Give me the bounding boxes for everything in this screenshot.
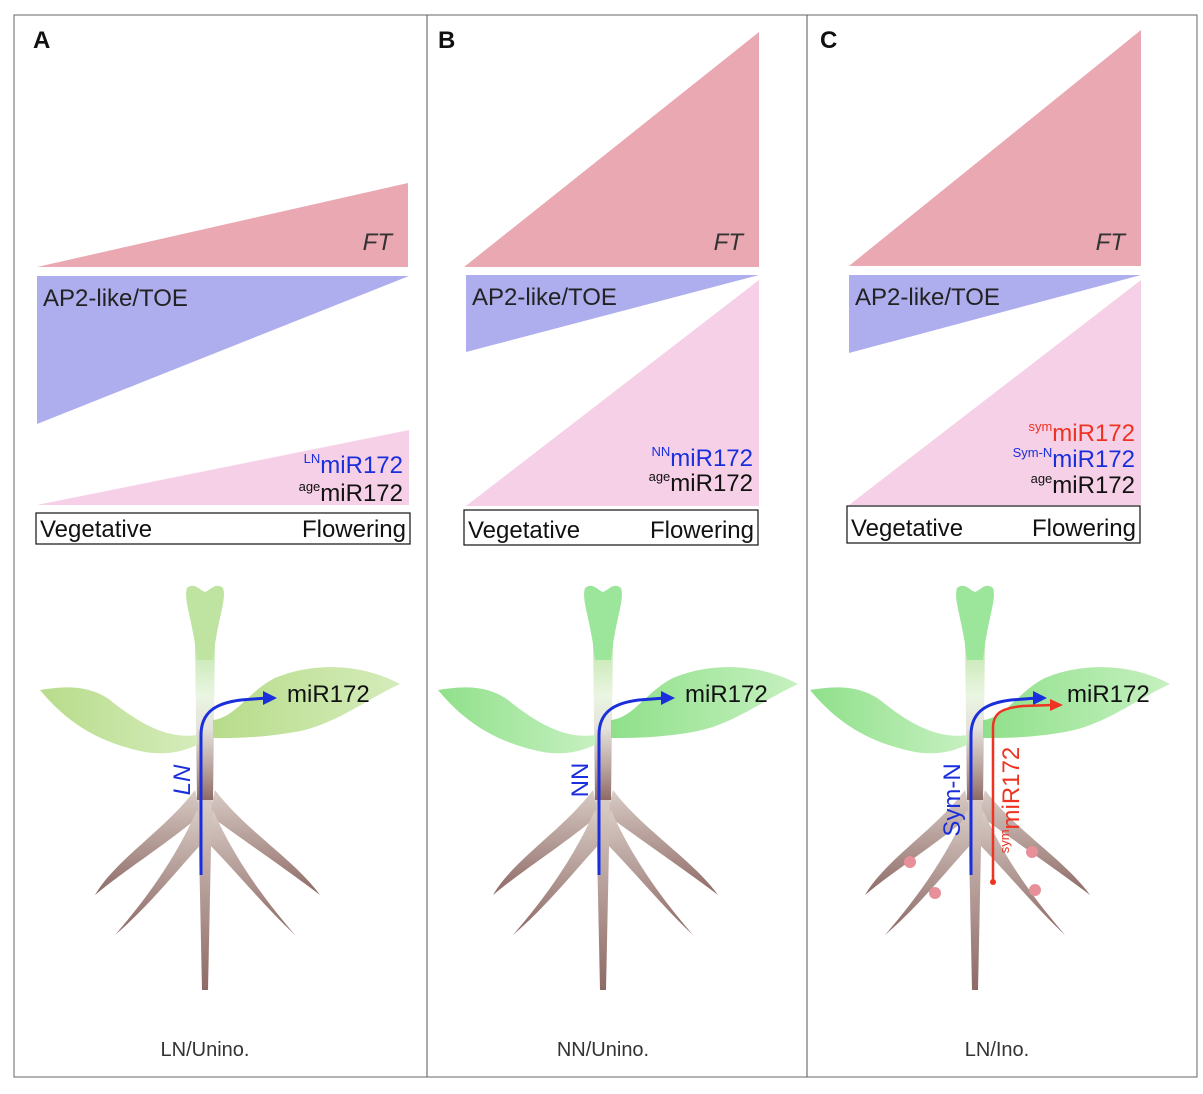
ap2-label: AP2-like/TOE [855, 284, 1000, 311]
root [979, 790, 1090, 895]
panel-c: CFTAP2-like/TOEsymmiR172Sym-NmiR172agemi… [810, 27, 1170, 1061]
sym-signal-label: symmiR172 [997, 747, 1025, 854]
root [95, 790, 201, 895]
mir172-wedge [466, 280, 759, 506]
root [603, 810, 693, 935]
panel-caption: LN/Ino. [965, 1039, 1029, 1061]
root [115, 810, 205, 935]
leaf-mir172-label: miR172 [685, 681, 768, 708]
nodule [1026, 846, 1038, 858]
nodule [1029, 884, 1041, 896]
ap2-label: AP2-like/TOE [472, 284, 617, 311]
plant [810, 585, 1170, 990]
arrow-origin [990, 879, 996, 885]
ft-wedge [464, 32, 759, 267]
axis-vegetative: Vegetative [40, 516, 152, 543]
arrowhead [263, 691, 277, 705]
mir172-line: LNmiR172 [304, 451, 403, 479]
mir172-wedge [37, 430, 409, 505]
ft-wedge [849, 30, 1141, 266]
root [865, 790, 971, 895]
mir172-line: agemiR172 [649, 469, 753, 497]
root [885, 810, 975, 935]
ap2-wedge [37, 276, 409, 424]
signal-label: Sym-N [939, 763, 966, 836]
panel-a: AFTAP2-like/TOELNmiR172agemiR172Vegetati… [33, 27, 411, 1061]
leaf-left [810, 687, 967, 754]
signal-arrow [199, 696, 268, 875]
root [205, 810, 295, 935]
leaf-right [983, 667, 1170, 738]
mir172-wedge [849, 280, 1141, 505]
leaf-mir172-label: miR172 [1067, 681, 1150, 708]
apex [956, 585, 994, 660]
stage-axis-box [846, 505, 1141, 544]
nodule [904, 856, 916, 868]
panel-caption: LN/Unino. [161, 1039, 250, 1061]
ft-label: FT [714, 229, 746, 256]
signal-arrow [597, 696, 666, 875]
mir172-line: Sym-NmiR172 [1013, 445, 1135, 473]
ap2-wedge [466, 275, 759, 352]
apex [584, 585, 622, 660]
leaf-mir172-label: miR172 [287, 681, 370, 708]
signal-label: NN [567, 763, 594, 798]
panel-letter: C [820, 27, 837, 54]
leaf-left [438, 687, 595, 754]
root [607, 790, 718, 895]
axis-vegetative: Vegetative [468, 517, 580, 544]
arrowhead [1033, 691, 1047, 705]
panel-b: BFTAP2-like/TOENNmiR172agemiR172Vegetati… [438, 27, 798, 1061]
ft-wedge [37, 183, 408, 267]
panel-letter: A [33, 27, 50, 54]
axis-vegetative: Vegetative [851, 515, 963, 542]
axis-flowering: Flowering [302, 516, 406, 543]
leaf-left [40, 687, 197, 754]
arrowhead [1050, 699, 1063, 711]
ap2-label: AP2-like/TOE [43, 285, 188, 312]
arrowhead [661, 691, 675, 705]
root [975, 810, 1065, 935]
plant [40, 585, 400, 990]
root [493, 790, 599, 895]
mir172-line: agemiR172 [1031, 471, 1135, 499]
ft-label: FT [1096, 229, 1128, 256]
leaf-right [611, 667, 798, 738]
signal-label: LN [169, 764, 196, 795]
ft-label: FT [363, 229, 395, 256]
panel-caption: NN/Unino. [557, 1039, 649, 1061]
stage-axis-box [35, 512, 411, 545]
plant [438, 585, 798, 990]
mir172-line: agemiR172 [299, 479, 403, 507]
mir172-line: symmiR172 [1028, 419, 1135, 447]
signal-arrow [969, 696, 1038, 875]
axis-flowering: Flowering [1032, 515, 1136, 542]
figure-border [13, 14, 1198, 1078]
apex [186, 585, 224, 660]
panel-letter: B [438, 27, 455, 54]
sym-signal-arrow [991, 703, 1054, 882]
stage-axis-box [463, 509, 759, 546]
mir172-line: NNmiR172 [652, 444, 753, 472]
axis-flowering: Flowering [650, 517, 754, 544]
root [513, 810, 603, 935]
leaf-right [213, 667, 400, 738]
nodule [929, 887, 941, 899]
root [209, 790, 320, 895]
ap2-wedge [849, 275, 1141, 353]
